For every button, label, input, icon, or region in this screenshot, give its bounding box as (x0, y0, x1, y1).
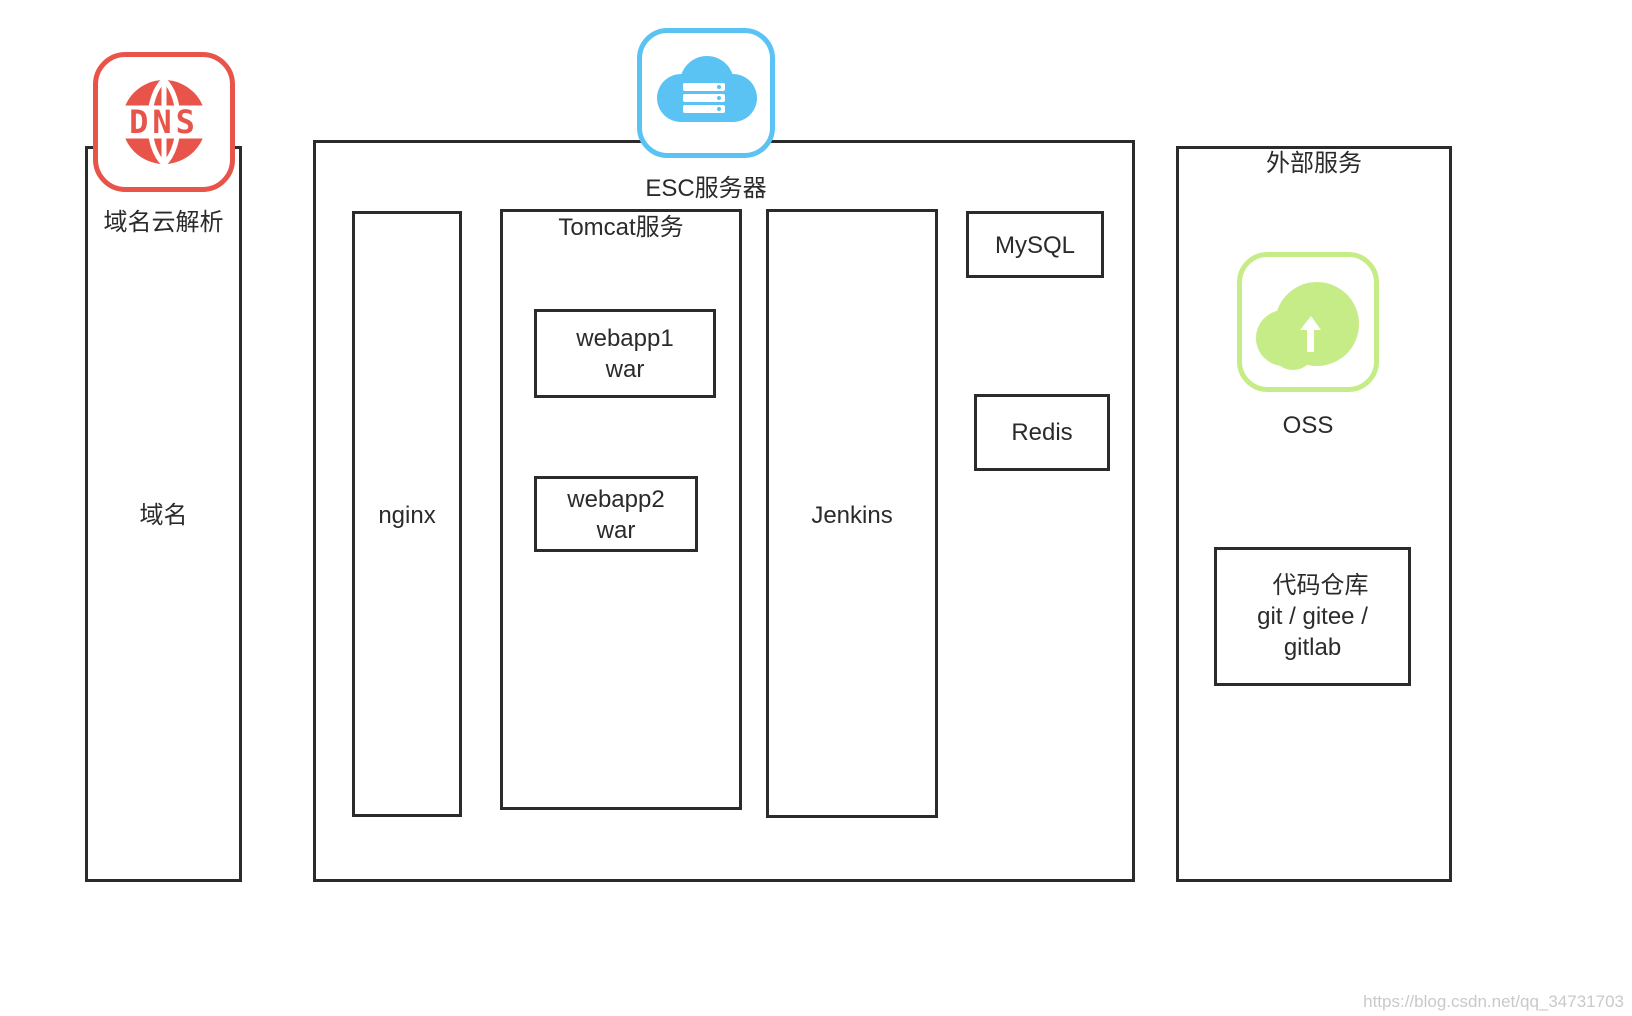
external-services-title: 外部服务 (1266, 150, 1362, 177)
webapp2-box (534, 476, 698, 552)
external-services-box (1176, 146, 1452, 882)
jenkins-label: Jenkins (811, 502, 893, 529)
code-repo-line2: git / gitee / (1257, 603, 1368, 630)
jenkins-box (766, 209, 938, 818)
oss-label: OSS (1282, 412, 1334, 439)
watermark: https://blog.csdn.net/qq_34731703 (1363, 992, 1624, 1011)
dns-icon: DNS (93, 52, 235, 192)
dns-icon-text: DNS (129, 103, 199, 141)
dns-content: 域名 (139, 502, 188, 529)
webapp1-type: war (605, 356, 645, 383)
code-repo-box (1214, 547, 1411, 686)
code-repo-line3: gitlab (1283, 634, 1342, 661)
dns-title: 域名云解析 (103, 209, 224, 236)
webapp1-name: webapp1 (576, 325, 674, 352)
mysql-label: MySQL (994, 232, 1075, 259)
redis-label: Redis (1011, 419, 1073, 446)
tomcat-title: Tomcat服务 (558, 214, 684, 241)
tomcat-box (500, 209, 742, 810)
nginx-label: nginx (378, 502, 436, 529)
cloud-server-icon (637, 28, 775, 158)
mysql-box (966, 211, 1104, 278)
esc-server-title: ESC服务器 (645, 175, 767, 202)
code-repo-title: 代码仓库 (1272, 572, 1369, 599)
nginx-box (352, 211, 462, 817)
webapp2-name: webapp2 (567, 486, 665, 513)
redis-box (974, 394, 1110, 471)
webapp1-box (534, 309, 716, 398)
oss-cloud-icon (1237, 252, 1379, 392)
webapp2-type: war (596, 517, 636, 544)
